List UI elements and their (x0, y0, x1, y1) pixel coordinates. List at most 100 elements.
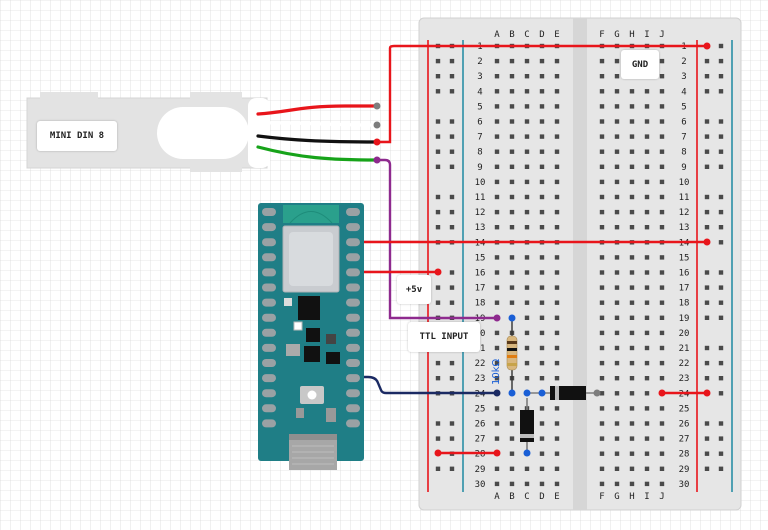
row-label-left: 12 (475, 208, 486, 218)
mcu-pin-left (262, 253, 276, 262)
col-label-top: H (629, 30, 634, 40)
col-label-bottom: E (554, 492, 559, 502)
row-label-left: 16 (475, 269, 486, 279)
mcu-pin-right (346, 283, 360, 292)
row-label-right: 6 (681, 118, 686, 128)
resistor-marking: 10kΩ (491, 358, 502, 385)
ttl-input-label: TTL INPUT (408, 322, 480, 352)
col-label-bottom: J (659, 492, 664, 502)
row-label-left: 4 (477, 87, 482, 97)
mcu-pin-right (346, 389, 360, 398)
row-label-left: 5 (477, 102, 482, 112)
breadboard-holes (435, 43, 724, 487)
mcu-pin-left (262, 389, 276, 398)
row-label-right: 5 (681, 102, 686, 112)
row-label-left: 15 (475, 253, 486, 263)
wire-red-cable (256, 104, 379, 116)
mcu-pin-right (346, 359, 360, 367)
arduino-nano-board (258, 203, 364, 470)
connection-wires (360, 44, 707, 455)
mcu-pin-left (262, 208, 276, 216)
row-label-left: 26 (475, 420, 486, 430)
row-label-left: 21 (475, 344, 486, 354)
row-label-left: 8 (477, 148, 482, 158)
col-label-top: D (539, 30, 544, 40)
row-label-right: 9 (681, 163, 686, 173)
row-label-right: 17 (679, 284, 690, 294)
supply-label: +5v (397, 275, 431, 304)
row-label-right: 23 (679, 374, 690, 384)
col-label-top: I (644, 30, 649, 40)
row-label-left: 3 (477, 72, 482, 82)
wire-navy-data (360, 375, 497, 395)
col-label-top: B (509, 30, 514, 40)
col-label-bottom: F (599, 492, 604, 502)
mcu-pin-right (346, 328, 360, 337)
wire-red-gnd (377, 44, 707, 144)
mcu-pin-left (262, 328, 276, 337)
mcu-pin-right (346, 343, 360, 352)
gnd-label: GND (621, 50, 659, 79)
col-label-bottom: G (614, 492, 619, 502)
mcu-pin-right (346, 238, 360, 247)
row-label-left: 17 (475, 284, 486, 294)
mcu-pin-left (262, 313, 276, 322)
row-label-left: 13 (475, 223, 486, 233)
wire-black-cable (256, 134, 379, 144)
connector-wires (256, 102, 381, 164)
mcu-pin-left (262, 268, 276, 277)
row-label-right: 20 (679, 329, 690, 339)
mcu-pin-right (346, 223, 360, 232)
col-label-bottom: H (629, 492, 634, 502)
row-label-left: 11 (475, 193, 486, 203)
row-label-right: 28 (679, 450, 690, 460)
col-label-bottom: B (509, 492, 514, 502)
row-label-right: 24 (679, 389, 690, 399)
row-label-left: 7 (477, 133, 482, 143)
col-label-top: J (659, 30, 664, 40)
row-label-left: 24 (475, 389, 486, 399)
col-label-top: F (599, 30, 604, 40)
mcu-pin-left (262, 359, 276, 367)
mcu-pin-left (262, 343, 276, 352)
row-label-right: 25 (679, 404, 690, 414)
row-label-left: 23 (475, 374, 486, 384)
mcu-pin-left (262, 374, 276, 383)
row-label-left: 6 (477, 118, 482, 128)
row-label-left: 14 (475, 238, 486, 248)
col-label-bottom: C (524, 492, 529, 502)
col-label-top: C (524, 30, 529, 40)
row-label-right: 10 (679, 178, 690, 188)
row-label-right: 30 (679, 480, 690, 490)
row-label-right: 15 (679, 253, 690, 263)
mcu-pin-left (262, 223, 276, 232)
row-label-left: 27 (475, 435, 486, 445)
diode-horizontal (523, 386, 601, 400)
row-label-right: 11 (679, 193, 690, 203)
row-label-left: 2 (477, 57, 482, 67)
row-label-right: 22 (679, 359, 690, 369)
row-label-left: 20 (475, 329, 486, 339)
mcu-pin-right (346, 253, 360, 262)
row-label-right: 21 (679, 344, 690, 354)
row-label-left: 29 (475, 465, 486, 475)
mcu-pin-right (346, 374, 360, 383)
col-label-bottom: A (494, 492, 500, 502)
mcu-pin-right (346, 298, 360, 307)
resistor-10k: 10kΩ (491, 314, 518, 397)
mcu-pin-right (346, 404, 360, 413)
row-label-right: 29 (679, 465, 690, 475)
mcu-pin-left (262, 238, 276, 247)
row-label-left: 30 (475, 480, 486, 490)
row-label-left: 10 (475, 178, 486, 188)
mcu-pin-right (346, 313, 360, 322)
row-label-right: 14 (679, 238, 690, 248)
wire-white-cable (256, 121, 379, 127)
row-label-right: 2 (681, 57, 686, 67)
wire-purple-signal (377, 158, 497, 320)
row-label-left: 22 (475, 359, 486, 369)
connector-label: MINI DIN 8 (37, 121, 117, 151)
row-label-right: 26 (679, 420, 690, 430)
row-label-left: 9 (477, 163, 482, 173)
